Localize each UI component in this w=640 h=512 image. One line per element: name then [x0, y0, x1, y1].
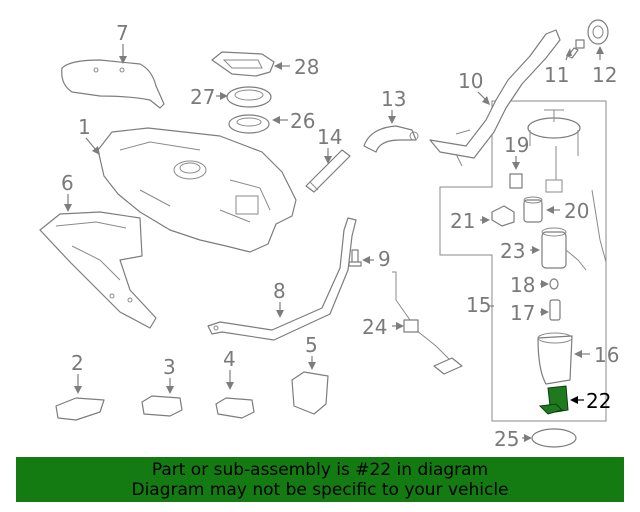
callout-3: 3	[163, 355, 176, 379]
plate-28-part	[211, 51, 275, 77]
callout-11: 11	[544, 63, 569, 87]
pad-2-part	[55, 397, 105, 421]
fuel-tank-part	[97, 127, 297, 253]
connector-21-part	[491, 205, 515, 227]
callout-4: 4	[223, 347, 236, 371]
fuel-pump-23-part	[541, 227, 587, 271]
banner-line-1: Part or sub-assembly is #22 in diagram	[151, 459, 489, 480]
part-18	[549, 278, 559, 290]
seal-ring-27-part	[226, 86, 272, 108]
reservoir-16-part	[537, 332, 573, 385]
part-17	[549, 299, 561, 321]
sender-24-part	[392, 271, 463, 375]
callout-15: 15	[466, 293, 491, 317]
callout-8: 8	[273, 279, 286, 303]
filler-pipe-part	[429, 29, 561, 167]
callout-25: 25	[494, 427, 519, 451]
tube-14-part	[305, 149, 351, 193]
callout-24: 24	[362, 315, 387, 339]
pump-module-frame	[439, 100, 607, 422]
callout-21: 21	[450, 209, 475, 233]
tank-shield-part	[39, 211, 157, 329]
filter-20-part	[523, 196, 543, 223]
callout-5: 5	[305, 333, 318, 357]
part-22-highlighted	[538, 385, 569, 415]
seal-ring-26-part	[228, 114, 270, 134]
callout-9: 9	[378, 247, 391, 271]
callout-10: 10	[458, 69, 483, 93]
callout-6: 6	[61, 171, 74, 195]
callout-14: 14	[317, 125, 342, 149]
pad-4-part	[215, 397, 255, 419]
callout-13: 13	[381, 87, 406, 111]
callout-27: 27	[190, 85, 215, 109]
block-5-part	[291, 371, 329, 415]
callout-26: 26	[290, 109, 315, 133]
pump-module-flange-part	[527, 109, 607, 263]
info-banner: Part or sub-assembly is #22 in diagram D…	[16, 457, 624, 502]
callout-7: 7	[116, 21, 129, 45]
pad-3-part	[141, 395, 183, 417]
fuel-cap-part	[587, 19, 609, 45]
callout-19: 19	[504, 133, 529, 157]
strap-8-part	[207, 217, 357, 341]
callout-2: 2	[71, 351, 84, 375]
callout-16: 16	[594, 343, 619, 367]
banner-line-2: Diagram may not be specific to your vehi…	[131, 479, 509, 500]
callout-18: 18	[510, 273, 535, 297]
bolt-9-part	[348, 249, 362, 267]
heat-shield-part	[61, 59, 165, 109]
callout-17: 17	[510, 301, 535, 325]
callout-1: 1	[78, 115, 91, 139]
part-19	[509, 173, 523, 189]
callout-23: 23	[500, 239, 525, 263]
hose-13-part	[363, 125, 419, 153]
callout-28: 28	[294, 55, 319, 79]
callout-20: 20	[564, 199, 589, 223]
callout-12: 12	[592, 63, 617, 87]
callout-22: 22	[586, 389, 611, 413]
o-ring-25-part	[531, 428, 577, 448]
